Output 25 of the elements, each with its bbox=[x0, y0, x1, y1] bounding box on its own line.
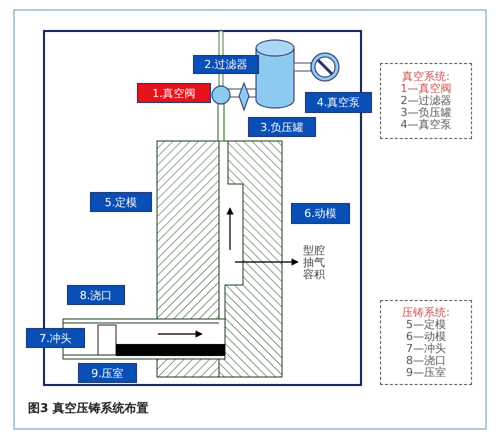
arrow bbox=[235, 258, 299, 266]
callout-label: 3.负压罐 bbox=[248, 117, 316, 137]
annotation-text: 型腔抽气容积 bbox=[300, 245, 330, 283]
legend-item: 6—动模 bbox=[406, 330, 446, 342]
legend-item: 2—过滤器 bbox=[400, 95, 452, 107]
legend-box bbox=[380, 300, 472, 385]
legend-item: 9—压室 bbox=[406, 366, 446, 378]
legend-item: 5—定模 bbox=[406, 318, 446, 330]
legend-item: 4—真空泵 bbox=[400, 119, 452, 131]
legend-box bbox=[380, 63, 472, 139]
figure-caption: 图3 真空压铸系统布置 bbox=[28, 400, 149, 417]
legend-item: 7—冲头 bbox=[406, 342, 446, 354]
legend-item: 3—负压罐 bbox=[400, 107, 452, 119]
legend-item: 8—浇口 bbox=[406, 354, 446, 366]
callout-label: 8.浇口 bbox=[67, 285, 125, 305]
legend-heading: 真空系统: bbox=[402, 71, 450, 83]
legend-heading: 压铸系统: bbox=[402, 306, 450, 318]
callout-label: 5.定模 bbox=[90, 192, 152, 212]
callout-label: 4.真空泵 bbox=[305, 92, 372, 113]
callout-label: 2.过滤器 bbox=[193, 55, 259, 74]
callout-label: 6.动模 bbox=[291, 203, 350, 224]
callout-label: 9.压室 bbox=[78, 363, 137, 383]
callout-label: 7.冲头 bbox=[26, 328, 85, 348]
callout-label: 1.真空阀 bbox=[137, 83, 211, 103]
legend-item: 1—真空阀 bbox=[400, 83, 452, 95]
